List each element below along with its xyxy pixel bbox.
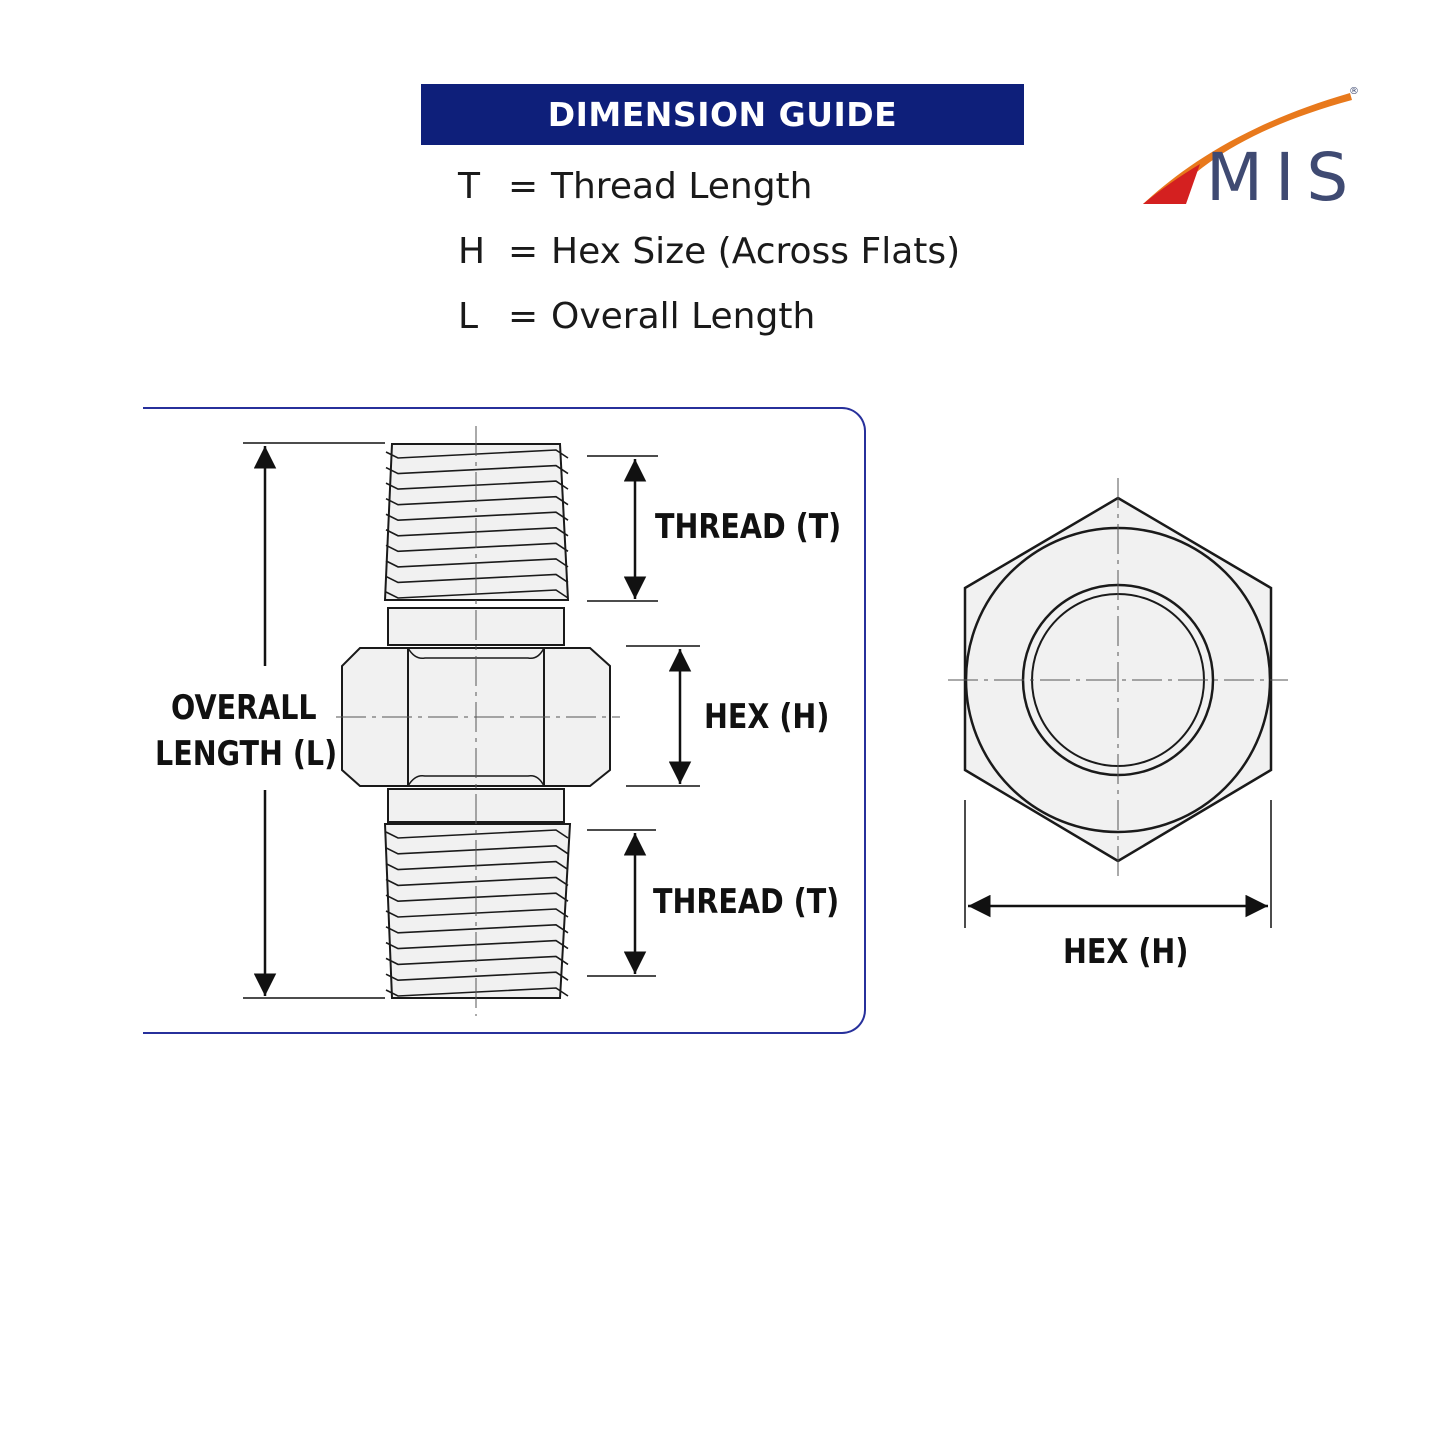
thread-crest-line <box>385 589 569 599</box>
thread-crest-line <box>385 464 569 475</box>
thread-crest-line <box>385 511 569 522</box>
thread-crest-line <box>385 876 569 887</box>
legend-symbol: T <box>458 166 480 207</box>
legend-equals: = <box>508 296 539 337</box>
thread-crest-line <box>385 923 569 934</box>
hex-end-label: HEX (H) <box>1063 932 1189 972</box>
legend-symbol: H <box>458 231 486 272</box>
thread-crest-line <box>385 987 569 997</box>
legend-description: Overall Length <box>551 296 816 337</box>
mis-logo-text: MIS <box>1206 139 1361 216</box>
legend-description: Thread Length <box>551 166 813 207</box>
thread-crest-line <box>385 955 569 966</box>
thread-crest-line <box>385 892 569 903</box>
thread-crest-line <box>385 939 569 950</box>
thread-crest-line <box>385 844 569 855</box>
thread-crest-line <box>385 449 569 459</box>
thread-crest-line <box>385 542 569 553</box>
overall-length-label-line2: LENGTH (L) <box>155 734 338 774</box>
hex-side-label: HEX (H) <box>704 697 830 737</box>
thread-crest-line <box>385 480 569 490</box>
mis-logo-swoosh-icon <box>1143 93 1352 204</box>
legend-symbol: L <box>458 296 479 337</box>
overall-length-label-line1: OVERALL <box>171 688 317 728</box>
thread-crest-line <box>385 573 569 584</box>
thread-crest-line <box>385 495 569 506</box>
thread-crest-line <box>385 860 569 871</box>
legend-description: Hex Size (Across Flats) <box>551 231 961 272</box>
legend-equals: = <box>508 231 539 272</box>
thread-crest-line <box>385 526 569 537</box>
legend-equals: = <box>508 166 539 207</box>
thread-bottom-label: THREAD (T) <box>653 882 840 922</box>
thread-crest-line <box>385 971 569 982</box>
thread-crest-line <box>385 558 569 568</box>
registered-mark: ® <box>1349 86 1359 97</box>
thread-top-label: THREAD (T) <box>655 507 842 547</box>
thread-crest-line <box>385 908 569 918</box>
dimension-guide-title: DIMENSION GUIDE <box>421 84 1024 145</box>
thread-crest-line <box>385 829 569 839</box>
side-view-panel <box>143 407 866 1034</box>
